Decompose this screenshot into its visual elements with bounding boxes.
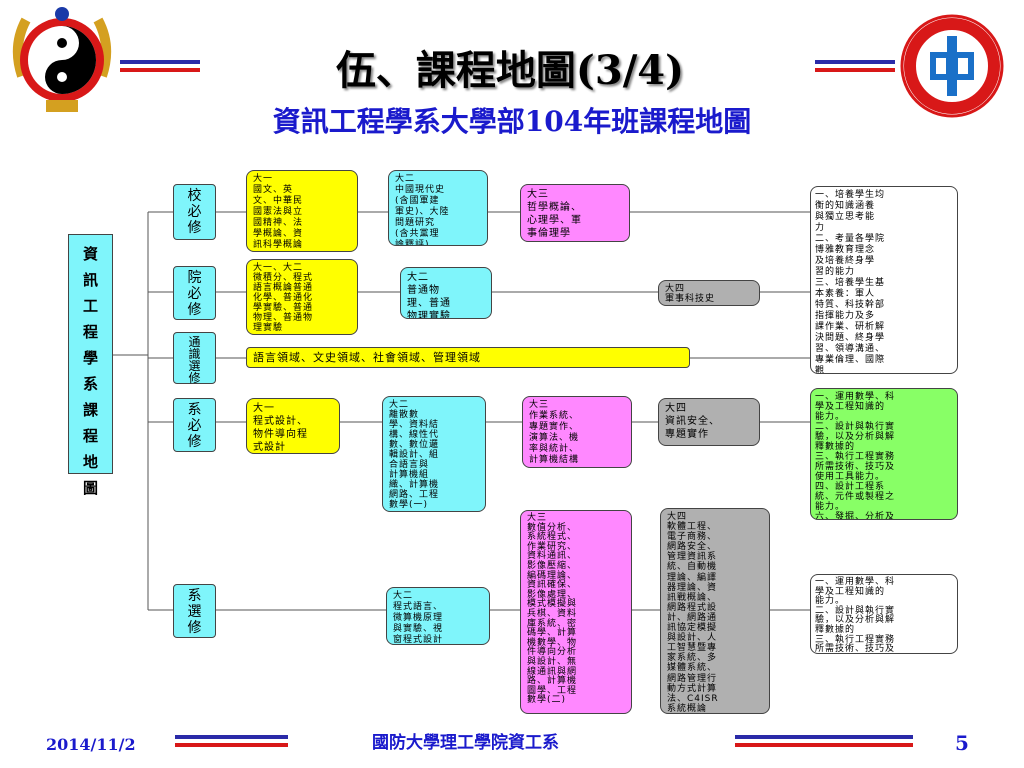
- college-required-year4: 大四 軍事科技史: [658, 280, 760, 306]
- dept-required-outcomes: 一、運用數學、科 學及工程知識的 能力。 二、設計與執行實 驗，以及分析與解 釋…: [810, 388, 958, 520]
- footer-stripe-left: [175, 735, 288, 748]
- school-required-year1: 大一 國文、英 文、中華民 國憲法與立 國精神、法 學概論、資 訊科學概論: [246, 170, 358, 252]
- dept-required-year4: 大四 資訊安全、 專題實作: [658, 398, 760, 446]
- category-dept-required: 系 必 修: [173, 398, 216, 452]
- footer-date: 2014/11/2: [46, 735, 136, 754]
- curriculum-map-label: 資 訊 工 程 學 系 課 程 地 圖: [68, 234, 113, 497]
- school-outcomes: 一、培養學生均 衡的知識涵養 與獨立思考能 力 二、考量各學院 博雅教育理念 及…: [810, 186, 958, 374]
- title-stripe-left: [120, 60, 200, 73]
- institute-badge-logo: [900, 14, 1004, 118]
- title-stripe-right: [815, 60, 895, 73]
- general-elective-bar: 語言領域、文史領域、社會領域、管理領域: [246, 347, 690, 368]
- dept-required-year3: 大三 作業系統、 專題實作、 演算法、機 率與統計、 計算機結構: [522, 396, 632, 468]
- college-required-year1-2: 大一、大二 微積分、程式 語言概論普通 化學、普通化 學實驗、普通 物理、普通物…: [246, 259, 358, 335]
- dept-elective-year4: 大四 軟體工程、 電子商務、 網路安全、 管理資訊系 統、自動機 理論、編譯 器…: [660, 508, 770, 714]
- page-number: 5: [955, 731, 969, 755]
- dept-required-year1: 大一 程式設計、 物件導向程 式設計: [246, 398, 340, 454]
- category-general-elective: 通 識 選 修: [173, 332, 216, 384]
- college-required-year2: 大二 普通物 理、普通 物理實驗: [400, 267, 492, 319]
- category-dept-elective: 系 選 修: [173, 584, 216, 638]
- school-required-year2: 大二 中國現代史 (含國軍建 軍史)、大陸 問題研究 (含共黨理 論釋評): [388, 170, 488, 246]
- dept-elective-outcomes: 一、運用數學、科 學及工程知識的 能力。 二、設計與執行實 驗，以及分析與解 釋…: [810, 574, 958, 654]
- category-college-required: 院 必 修: [173, 266, 216, 320]
- category-school-required: 校 必 修: [173, 184, 216, 240]
- dept-elective-year3: 大三 數值分析、 系統程式、 作業研究、 資料通訊、 影像壓縮、 編碼理論、 資…: [520, 510, 632, 714]
- page-title: 伍、課程地圖(3/4): [335, 47, 685, 94]
- academy-emblem-logo: [12, 7, 112, 112]
- school-required-year3: 大三 哲學概論、 心理學、軍 事倫理學: [520, 184, 630, 242]
- page-subtitle: 資訊工程學系大學部104年班課程地圖: [272, 105, 752, 138]
- footer-organization: 國防大學理工學院資工系: [372, 733, 559, 753]
- dept-elective-year2: 大二 程式語言、 微算機原理 與實驗、視 窗程式設計: [386, 587, 490, 645]
- dept-required-year2: 大二 離散數 學、資料結 構、線性代 數、數位邏 輯設計、組 合語言與 計算機組…: [382, 396, 486, 512]
- footer-stripe-right: [735, 735, 913, 748]
